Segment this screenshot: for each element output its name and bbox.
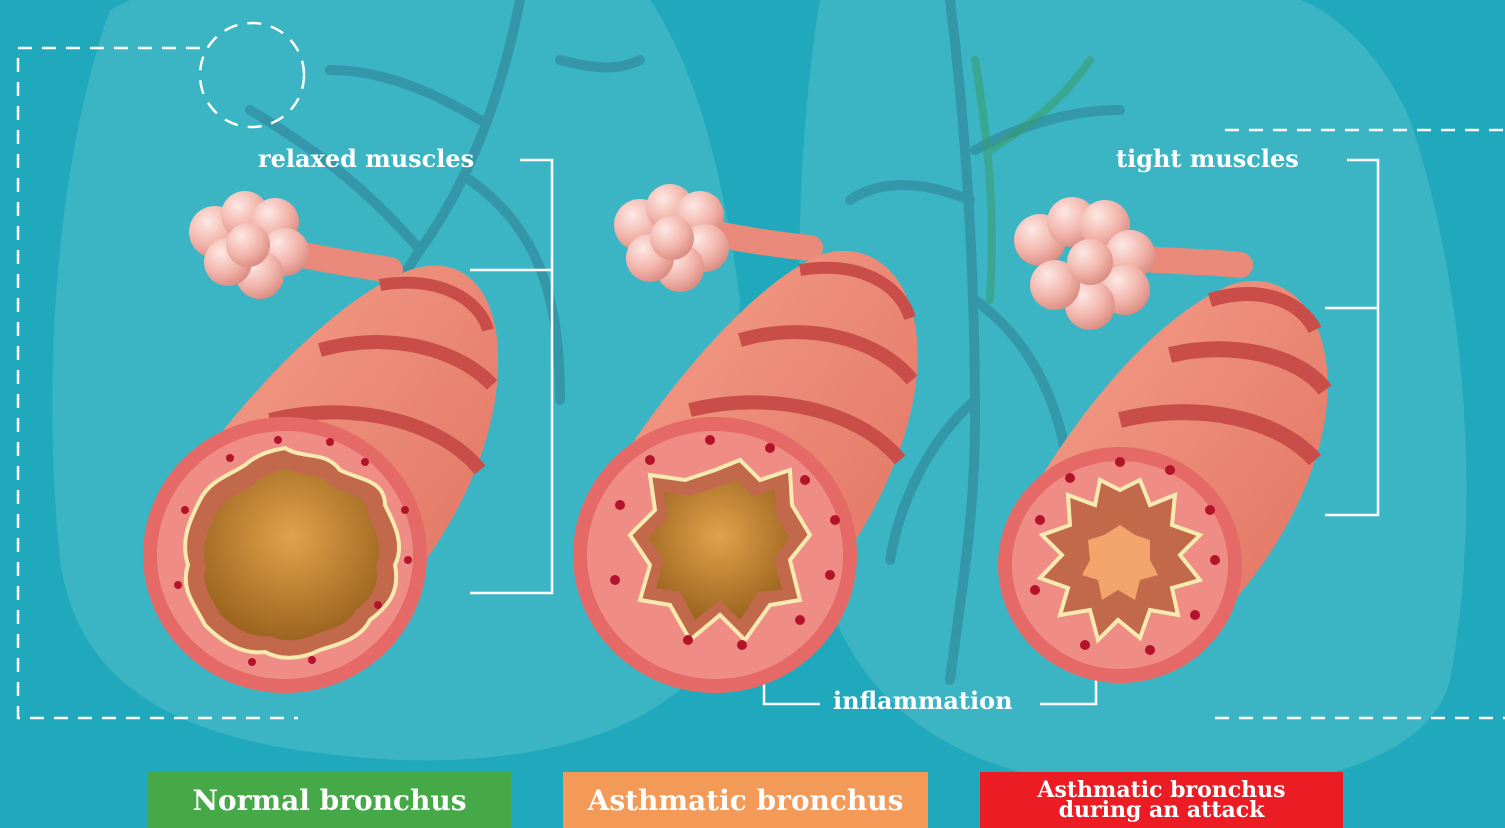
normal-bronchus-box: Normal bronchus bbox=[148, 772, 511, 828]
relaxed-muscles-label: relaxed muscles bbox=[258, 144, 474, 173]
asthmatic-bronchus-label: Asthmatic bronchus bbox=[588, 784, 904, 817]
attack-bronchus-box: Asthmatic bronchus during an attack bbox=[980, 772, 1343, 828]
attack-bronchus-label-line2: during an attack bbox=[1059, 800, 1265, 820]
inflammation-label: inflammation bbox=[833, 686, 1013, 715]
tight-muscles-label: tight muscles bbox=[1116, 144, 1299, 173]
asthmatic-bronchus-box: Asthmatic bronchus bbox=[563, 772, 928, 828]
normal-bronchus-label: Normal bronchus bbox=[192, 784, 466, 817]
